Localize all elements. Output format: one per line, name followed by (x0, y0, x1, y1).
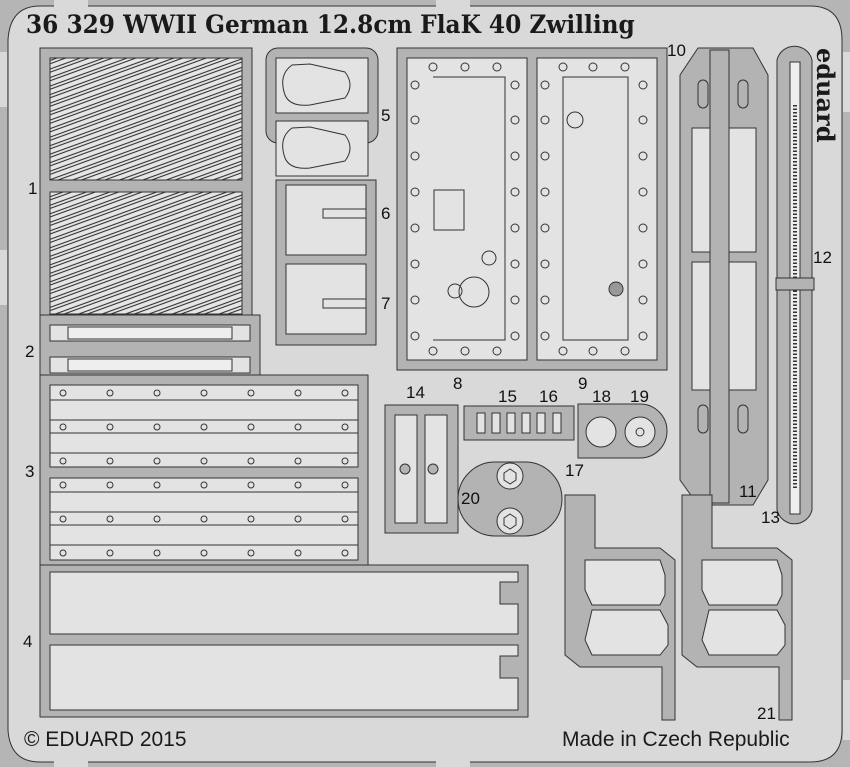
part-label: 9 (578, 374, 588, 393)
part-label: 13 (761, 508, 780, 527)
parts-15-19 (463, 403, 668, 459)
part-label: 15 (498, 387, 517, 406)
part-label: 7 (381, 294, 391, 313)
part-label: 14 (406, 383, 425, 402)
part-3-plates (39, 374, 369, 568)
part-label: 4 (23, 632, 33, 651)
part-label: 19 (630, 387, 649, 406)
origin-text: Made in Czech Republic (562, 728, 790, 751)
part-20 (457, 461, 563, 537)
part-label: 6 (381, 204, 391, 223)
part-label: 21 (757, 704, 776, 723)
product-title: 36 329 WWII German 12.8cm FlaK 40 Zwilli… (26, 10, 635, 39)
copyright-text: © EDUARD 2015 (24, 728, 187, 751)
brand-logo: eduard (811, 48, 840, 143)
part-label: 11 (739, 482, 757, 501)
part-label: 17 (565, 461, 584, 480)
part-4-plates (39, 564, 529, 718)
part-2-rails (39, 314, 261, 378)
part-21-mounts (564, 494, 793, 721)
parts-8-9-panels (396, 47, 668, 371)
part-14 (384, 404, 459, 534)
part-label: 2 (25, 342, 35, 361)
part-label: 10 (667, 41, 686, 60)
part-label: 8 (453, 374, 463, 393)
part-label: 5 (381, 106, 391, 125)
part-label: 3 (25, 462, 35, 481)
part-label: 12 (813, 248, 832, 267)
part-label: 16 (539, 387, 558, 406)
part-label: 18 (592, 387, 611, 406)
part-label: 1 (28, 179, 38, 198)
part-label: 20 (461, 489, 480, 508)
parts-12-13-strip (775, 45, 815, 525)
parts-5-7 (265, 47, 379, 346)
part-1-grilles (39, 47, 253, 321)
parts-10-11-brackets (679, 47, 769, 506)
